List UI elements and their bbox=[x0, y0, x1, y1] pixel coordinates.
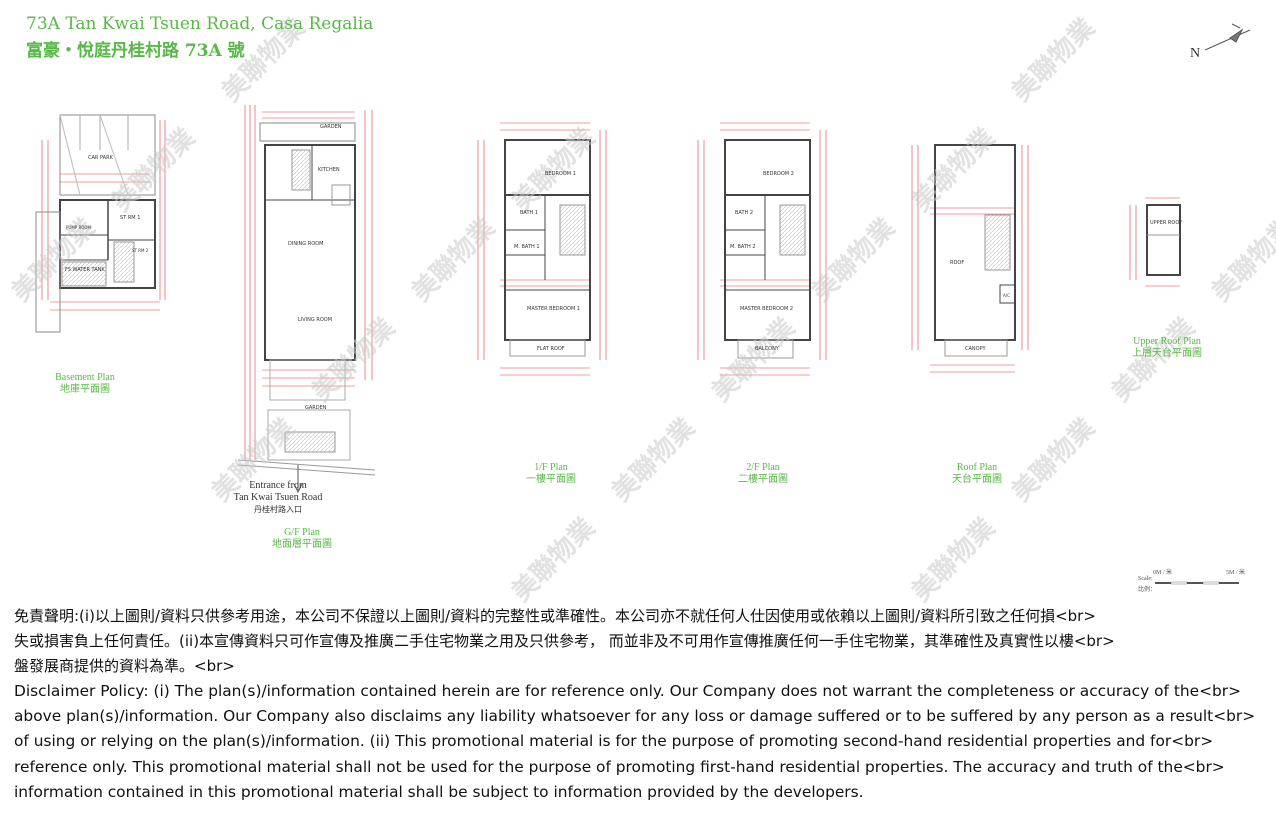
room-label-pump-room: PUMP ROOM bbox=[66, 225, 92, 230]
upper-roof-plan-label-en: Upper Roof Plan bbox=[1133, 336, 1201, 347]
upper-roof-plan-label-zh: 上層天台平面圖 bbox=[1132, 348, 1202, 359]
room-label-ac: A/C bbox=[1003, 293, 1010, 298]
scale-label-zh: 比例： bbox=[1138, 587, 1157, 593]
upper-roof-plan bbox=[1129, 197, 1181, 287]
disclaimer-en-line: Disclaimer Policy: (i) The plan(s)/infor… bbox=[14, 682, 1241, 701]
room-label-master-bedroom-1: MASTER BEDROOM 1 bbox=[527, 306, 581, 312]
room-label-st-rm-2: ST RM 2 bbox=[132, 248, 149, 253]
f2-plan-label-en: 2/F Plan bbox=[746, 462, 780, 473]
disclaimer-en-line: above plan(s)/information. Our Company a… bbox=[14, 707, 1256, 726]
scale-end-label: 5M / 米 bbox=[1226, 570, 1246, 576]
f1-plan-label-zh: 一樓平面圖 bbox=[526, 474, 576, 485]
room-label-upper-roof: UPPER ROOF bbox=[1150, 220, 1183, 226]
disclaimer: 免責聲明:(i)以上圖則/資料只供參考用途，本公司不保證以上圖則/資料的完整性或… bbox=[14, 604, 1266, 805]
room-label-m-bath-2: M. BATH 2 bbox=[730, 244, 756, 250]
basement-plan bbox=[35, 114, 166, 333]
room-label-st-rm-1: ST RM 1 bbox=[120, 215, 141, 221]
room-label-garden-2: GARDEN bbox=[305, 405, 327, 411]
room-label-flat-roof: FLAT ROOF bbox=[537, 346, 565, 352]
room-label-m-bath-1: M. BATH 1 bbox=[514, 244, 540, 250]
room-label-canopy: CANOPY bbox=[965, 346, 986, 352]
compass-arrow bbox=[1204, 23, 1251, 51]
room-label-bedroom-2: BEDROOM 2 bbox=[763, 171, 794, 177]
basement-plan-label-en: Basement Plan bbox=[55, 372, 115, 383]
room-label-fs-water-tank: FS WATER TANK bbox=[65, 267, 105, 273]
room-label-balcony: BALCONY bbox=[755, 346, 779, 352]
room-label-bath-1: BATH 1 bbox=[520, 210, 539, 216]
f2-plan bbox=[697, 122, 827, 376]
room-label-roof: ROOF bbox=[950, 260, 965, 266]
page-title-en: 73A Tan Kwai Tsuen Road, Casa Regalia bbox=[26, 14, 374, 34]
entrance-label: Entrance from Tan Kwai Tsuen Road 丹桂村路入口 bbox=[228, 480, 328, 516]
gf-plan-label-zh: 地面層平面圖 bbox=[272, 539, 332, 550]
f2-plan-label: 2/F Plan 二樓平面圖 bbox=[733, 462, 793, 486]
room-label-master-bedroom-2: MASTER BEDROOM 2 bbox=[740, 306, 794, 312]
disclaimer-zh-line: 失或損害負上任何責任。(ii)本宣傳資料只可作宣傳及推廣二手住宅物業之用及只供參… bbox=[14, 632, 1115, 651]
roof-plan bbox=[911, 144, 1029, 373]
disclaimer-zh-line: 盤發展商提供的資料為準。<br> bbox=[14, 657, 235, 676]
basement-plan-label: Basement Plan 地庫平面圖 bbox=[55, 372, 115, 396]
roof-plan-label: Roof Plan 天台平面圖 bbox=[947, 462, 1007, 486]
room-label-garden: GARDEN bbox=[320, 124, 342, 130]
room-label-kitchen: KITCHEN bbox=[318, 167, 340, 173]
entrance-label-line2: Tan Kwai Tsuen Road bbox=[233, 492, 323, 503]
room-label-bath-2: BATH 2 bbox=[735, 210, 754, 216]
room-label-bedroom-1: BEDROOM 1 bbox=[545, 171, 576, 177]
floor-plans-drawing bbox=[35, 23, 1251, 585]
room-label-living: LIVING ROOM bbox=[298, 317, 333, 323]
gf-plan-label-en: G/F Plan bbox=[284, 527, 320, 538]
entrance-label-line1: Entrance from bbox=[249, 480, 307, 491]
scale-bar bbox=[1155, 581, 1239, 585]
f1-plan-label: 1/F Plan 一樓平面圖 bbox=[521, 462, 581, 486]
f2-plan-label-zh: 二樓平面圖 bbox=[738, 474, 788, 485]
disclaimer-en-line: reference only. This promotional materia… bbox=[14, 757, 1225, 776]
gf-plan-label: G/F Plan 地面層平面圖 bbox=[272, 527, 332, 551]
compass-north-label: N bbox=[1190, 46, 1201, 61]
page-title-zh: 富豪・悅庭丹桂村路 73A 號 bbox=[26, 41, 245, 61]
roof-plan-label-en: Roof Plan bbox=[956, 462, 998, 473]
disclaimer-zh-line: 免責聲明:(i)以上圖則/資料只供參考用途，本公司不保證以上圖則/資料的完整性或… bbox=[14, 607, 1096, 625]
upper-roof-plan-label: Upper Roof Plan 上層天台平面圖 bbox=[1131, 336, 1203, 360]
f1-plan bbox=[477, 122, 607, 376]
gf-plan bbox=[237, 105, 376, 494]
basement-plan-label-zh: 地庫平面圖 bbox=[60, 384, 110, 395]
roof-plan-label-zh: 天台平面圖 bbox=[952, 474, 1002, 485]
room-label-dining: DINING ROOM bbox=[288, 241, 324, 247]
disclaimer-en-line: of using or relying on the plan(s)/infor… bbox=[14, 732, 1214, 751]
scale-start-label: 0M / 米 bbox=[1153, 570, 1173, 576]
entrance-label-line3: 丹桂村路入口 bbox=[254, 505, 302, 514]
disclaimer-en-line: information contained in this promotiona… bbox=[14, 782, 864, 801]
f1-plan-label-en: 1/F Plan bbox=[534, 462, 568, 473]
room-label-car-park: CAR PARK bbox=[88, 155, 113, 161]
scale-label-en: Scale: bbox=[1138, 576, 1153, 582]
